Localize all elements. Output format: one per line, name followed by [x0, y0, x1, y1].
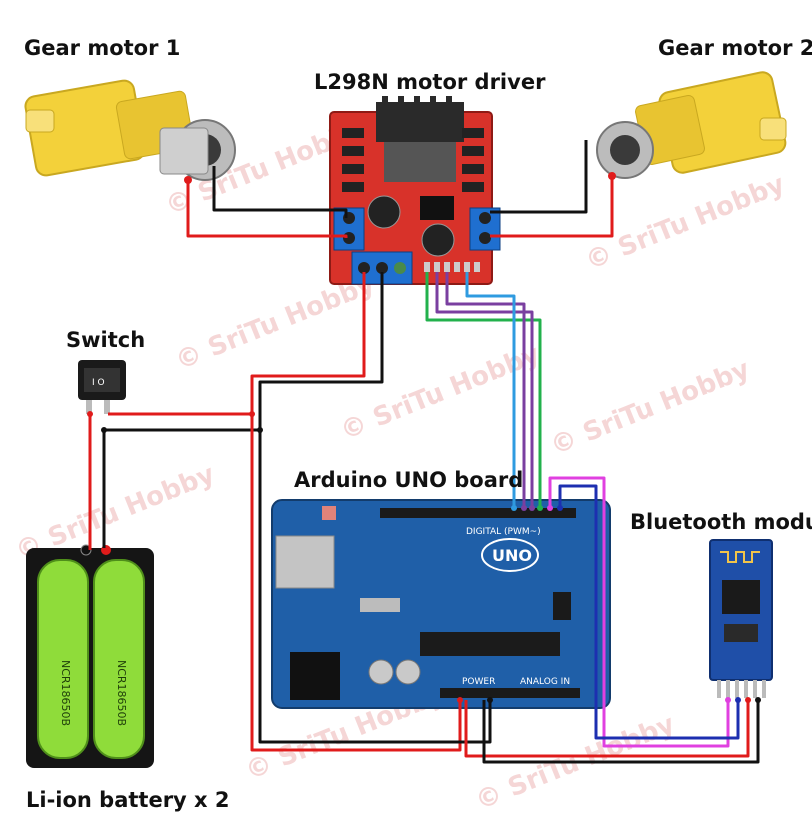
l298n-motor-driver	[329, 96, 501, 285]
diodes	[342, 128, 484, 192]
dc-jack	[290, 652, 340, 700]
digital-header	[380, 508, 576, 518]
battery-label: Li-ion battery x 2	[26, 788, 230, 812]
uno-logo	[481, 538, 539, 572]
reset-button	[322, 506, 336, 520]
bluetooth-label: Bluetooth module	[630, 510, 812, 534]
bt-pins	[717, 680, 766, 698]
usb-port	[275, 535, 335, 589]
wire-in4-blue	[465, 272, 516, 508]
wire-in2-purple	[435, 272, 534, 508]
wire-in1-green	[425, 272, 542, 508]
battery-holder: NCR18650B NCR18650B	[26, 544, 154, 768]
atmega-chip	[420, 632, 560, 656]
wire-bt-vcc-red	[464, 700, 750, 758]
rocker-switch: I O	[78, 360, 126, 414]
gear-motor-2	[596, 71, 787, 180]
capacitor	[367, 195, 401, 229]
gear-motor-1-label: Gear motor 1	[24, 36, 181, 60]
heatsink	[376, 96, 464, 182]
wire-driver-12v-red	[108, 272, 366, 416]
capacitor	[421, 223, 455, 257]
battery-cell	[37, 559, 89, 759]
wire-motor1-black	[212, 166, 348, 218]
crystal	[360, 598, 400, 612]
wire-motor2-red	[490, 176, 614, 238]
gear-motor-2-label: Gear motor 2	[658, 36, 812, 60]
bt-chip	[722, 580, 760, 614]
antenna-trace	[720, 551, 760, 563]
motor-driver-label: L298N motor driver	[314, 70, 546, 94]
power-header-text: POWER	[462, 677, 495, 687]
uno-logo-text: UNO	[492, 546, 532, 565]
power-analog-header	[440, 688, 580, 698]
arduino-label: Arduino UNO board	[294, 468, 524, 492]
wire-rx-navy	[558, 484, 740, 740]
bluetooth-module-hc05	[709, 539, 773, 698]
wire-bt-gnd-black	[482, 700, 760, 764]
analog-header-text: ANALOG IN	[520, 677, 570, 687]
wire-gnd-black	[258, 430, 492, 744]
cell-model-text: NCR18650B	[59, 660, 72, 726]
switch-label: Switch	[66, 328, 146, 352]
watermark-text: © SriTu Hobby	[171, 269, 379, 376]
gear-motor-1	[24, 79, 236, 184]
wire-in3-purple	[445, 272, 526, 508]
digital-header-text: DIGITAL (PWM~)	[466, 527, 541, 537]
arduino-uno-board: UNO DIGITAL (PWM~) POWER ANALOG IN	[271, 499, 611, 709]
input-pins	[424, 262, 480, 272]
wires	[88, 140, 760, 764]
wire-motor1-red	[186, 180, 348, 238]
connection-dots	[87, 411, 761, 703]
regulator	[420, 196, 454, 220]
battery-cell	[93, 559, 145, 759]
watermark-text: © SriTu Hobby	[546, 354, 754, 461]
wire-motor2-black	[490, 140, 588, 214]
icsp-header	[553, 592, 571, 620]
cell-model-text: NCR18650B	[115, 660, 128, 726]
wire-vin-red	[250, 414, 462, 752]
wire-driver-gnd-black	[104, 272, 384, 432]
svg-text:I O: I O	[92, 378, 105, 388]
